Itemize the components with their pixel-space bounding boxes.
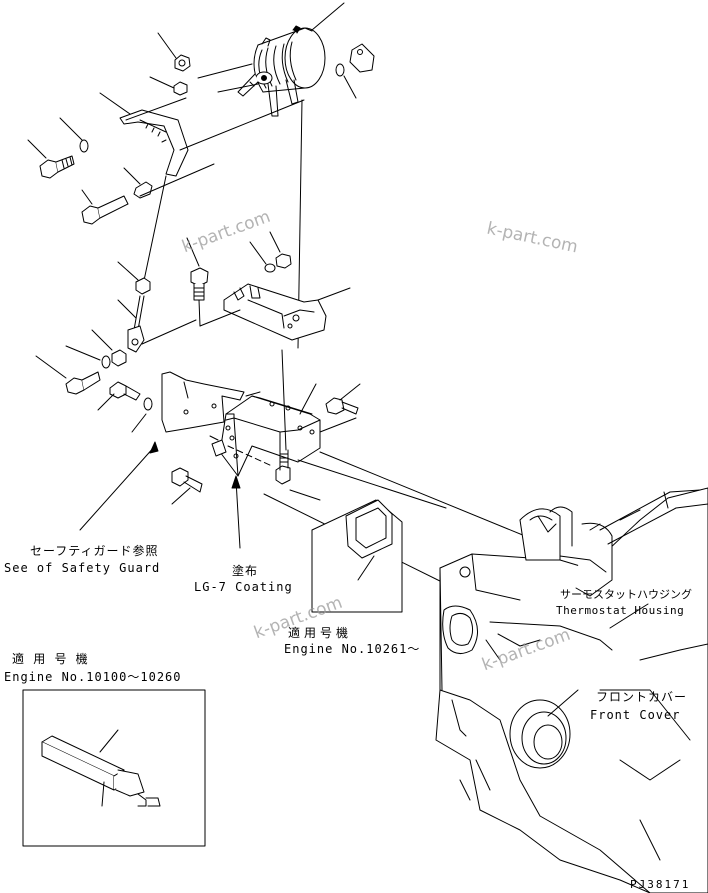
safety-guard-label-en: See of Safety Guard <box>4 561 161 575</box>
inset-engine-number-label-en: Engine No.10100～10260 <box>4 670 182 684</box>
thermostat-housing-label-jp: サーモスタットハウジング <box>560 588 692 601</box>
alternator-assembly <box>237 25 326 117</box>
coating-label-jp: 塗布 <box>232 564 259 578</box>
thermostat-housing-label-en: Thermostat Housing <box>556 604 685 617</box>
engine-number-label-en: Engine No.10261～ <box>284 642 421 656</box>
front-cover-label-en: Front Cover <box>590 708 681 722</box>
front-cover-label-jp: フロントカバー <box>596 690 688 704</box>
engine-number-label-jp: 適用号機 <box>288 626 353 640</box>
safety-guard-label-jp: セーフティガード参照 <box>30 544 159 558</box>
inset-engine-number-label-jp: 適 用 号 機 <box>12 652 89 666</box>
coating-label-en: LG-7 Coating <box>194 580 293 594</box>
engine-block <box>435 487 708 893</box>
drawing-code: PJ38171 <box>630 878 691 891</box>
inset-detail <box>22 689 206 847</box>
